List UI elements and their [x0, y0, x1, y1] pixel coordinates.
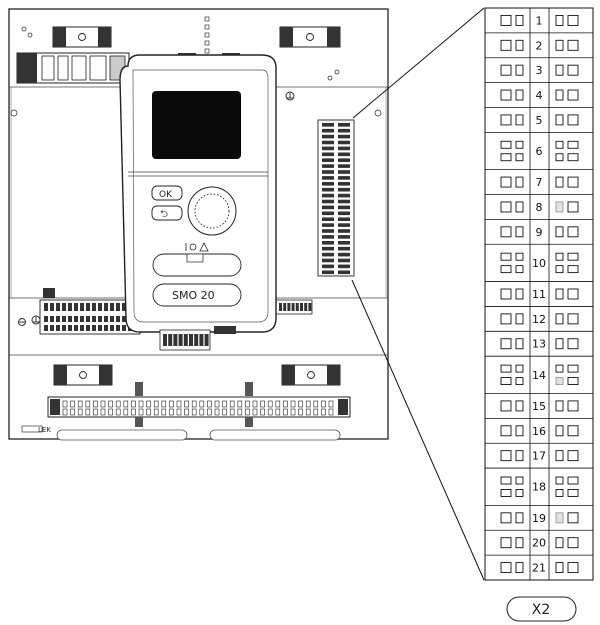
terminal-row: 12 [485, 306, 593, 326]
terminal-number: 10 [532, 257, 546, 270]
terminal-block-label: X2 [506, 596, 577, 622]
terminal-row: 4 [485, 82, 593, 102]
mounting-bracket-bottom-right [281, 364, 341, 386]
terminal-number: 2 [536, 39, 543, 52]
terminal-row: 21 [485, 554, 593, 575]
terminal-row: 16 [485, 417, 593, 438]
ok-button-label: OK [159, 190, 173, 200]
terminal-number: 11 [532, 288, 546, 301]
terminal-row: 3 [485, 57, 593, 77]
control-module: OK ⮌ SMO 20 [119, 54, 277, 333]
callout-lines [351, 7, 485, 581]
back-arrow-icon: ⮌ [160, 209, 168, 220]
terminal-number: 12 [532, 313, 546, 326]
bottom-cable-glands [56, 429, 341, 441]
brand-plate [21, 425, 43, 433]
terminal-row: 8 [485, 194, 593, 214]
screw-right [374, 109, 382, 117]
mounting-bracket-top-left [52, 26, 112, 48]
ground-symbol-upper [285, 91, 295, 101]
model-plate [152, 283, 242, 307]
terminal-number: 3 [536, 64, 543, 77]
relay-block [16, 52, 130, 84]
terminal-row: 20 [485, 529, 593, 550]
terminal-number: 8 [536, 201, 543, 214]
terminal-number: 21 [532, 562, 546, 575]
terminal-row: 5 [485, 107, 593, 127]
cable-guide-dots [204, 16, 210, 54]
terminal-row: 1 [500, 14, 579, 27]
status-lamp-icon [185, 242, 209, 252]
module-bottom-connector [159, 326, 236, 351]
terminal-row: 14 [485, 355, 593, 385]
terminal-number: 5 [536, 114, 543, 127]
ground-symbol-lower [18, 315, 41, 326]
back-button[interactable] [151, 205, 183, 221]
corner-marks [21, 26, 340, 81]
terminal-row: 19 [485, 504, 593, 525]
screw-left [10, 109, 18, 117]
terminal-row: 7 [485, 169, 593, 189]
model-label: SMO 20 [172, 289, 215, 302]
mounting-bracket-bottom-left [53, 364, 113, 386]
side-connector [275, 299, 313, 315]
terminal-row: 9 [485, 218, 593, 239]
display-screen [152, 91, 241, 159]
terminal-row: 2 [485, 32, 593, 52]
terminal-row: 6 [485, 131, 593, 162]
terminal-row: 10 [485, 243, 593, 274]
ok-button[interactable] [151, 185, 183, 201]
terminal-number: 19 [532, 512, 546, 525]
terminal-number: 9 [536, 226, 543, 239]
terminal-number: 14 [532, 369, 546, 382]
terminal-number: 18 [532, 481, 546, 494]
terminal-row: 15 [485, 393, 593, 413]
terminal-number: 6 [536, 145, 543, 158]
bottom-rail [47, 382, 351, 427]
lower-left-terminal-strip [39, 288, 141, 335]
mounting-bracket-top-right [279, 26, 341, 48]
terminal-number: 7 [536, 176, 543, 189]
terminal-number: 17 [532, 450, 546, 463]
terminal-row: 17 [485, 442, 593, 463]
terminal-block-name: X2 [532, 602, 551, 618]
terminal-number: 4 [536, 89, 543, 102]
terminal-number: 16 [532, 425, 546, 438]
control-knob[interactable] [187, 186, 237, 236]
brand-label: LEK [38, 426, 51, 434]
terminal-number: 20 [532, 537, 546, 550]
terminal-row: 13 [485, 330, 593, 351]
terminal-row: 11 [485, 281, 593, 301]
terminal-strip-x2-physical [317, 119, 355, 277]
terminal-number: 13 [532, 338, 546, 351]
terminal-row: 18 [485, 467, 593, 497]
terminal-number: 15 [532, 400, 546, 413]
terminal-number: 1 [536, 14, 543, 27]
